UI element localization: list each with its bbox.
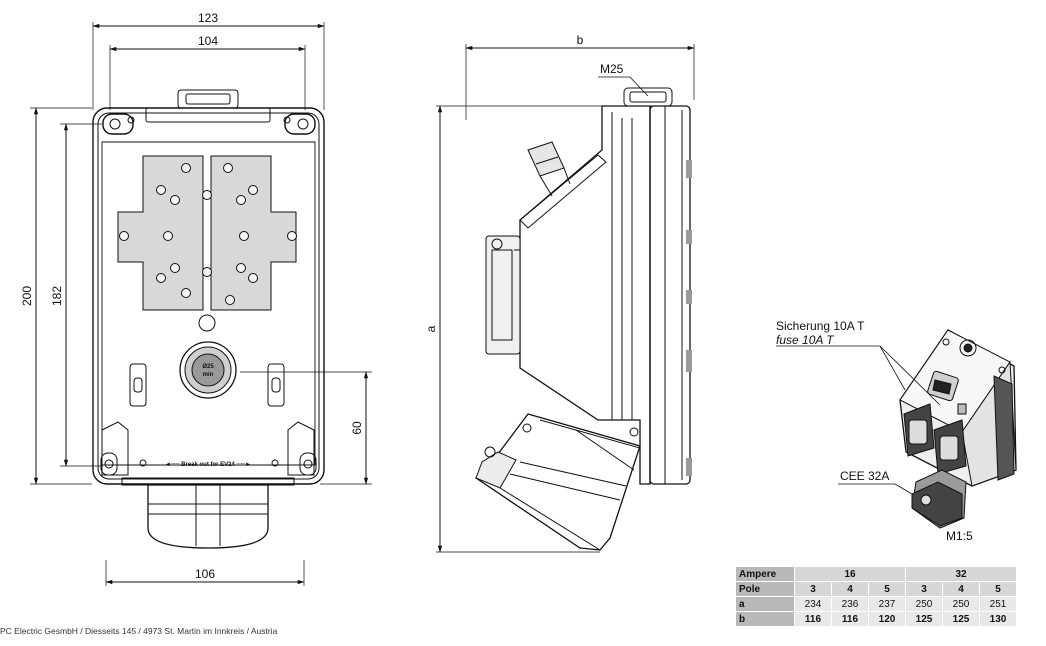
table-row: b 116 116 120 125 125 130 — [735, 611, 1017, 627]
scale-label: M1:5 — [946, 529, 973, 543]
table-cell: 120 — [868, 611, 906, 627]
table-cell: 3 — [905, 581, 943, 597]
table-row: Ampere 16 32 — [735, 566, 1017, 582]
table-cell: 5 — [979, 581, 1017, 597]
table-cell: 234 — [794, 596, 832, 612]
row-label-ampere: Ampere — [735, 566, 795, 582]
table-cell: 130 — [979, 611, 1017, 627]
table-cell: 4 — [831, 581, 869, 597]
table-cell: 237 — [868, 596, 906, 612]
table-cell: 3 — [794, 581, 832, 597]
table-cell: 236 — [831, 596, 869, 612]
row-label-a: a — [735, 596, 795, 612]
iso-view — [776, 329, 1017, 529]
dim-inner-width: 104 — [198, 34, 218, 48]
row-label-pole: Pole — [735, 581, 795, 597]
table-cell: 5 — [868, 581, 906, 597]
dim-width-b: b — [577, 33, 584, 47]
side-view — [436, 44, 695, 553]
table-cell: 125 — [942, 611, 980, 627]
knockout-label: ◄══ Break out for EV24 ══► — [165, 462, 251, 468]
table-cell: 4 — [942, 581, 980, 597]
table-cell: 250 — [905, 596, 943, 612]
dim-height-a: a — [424, 325, 438, 332]
table-cell: 250 — [942, 596, 980, 612]
fuse-label-en: fuse 10A T — [776, 333, 835, 347]
gland-size-label: Ø25 — [202, 364, 214, 370]
gland-min-label: min — [203, 372, 214, 378]
dim-overall-height: 200 — [20, 286, 34, 306]
gland-m25-label: M25 — [600, 62, 624, 76]
fuse-label-de: Sicherung 10A T — [776, 319, 865, 333]
company-footer: PC Electric GesmbH / Diesseits 145 / 497… — [0, 626, 278, 636]
dim-inner-height: 182 — [50, 286, 64, 306]
dim-offset-height: 60 — [350, 421, 364, 435]
dim-overall-width: 123 — [198, 11, 218, 25]
socket-label: CEE 32A — [840, 469, 889, 483]
table-row: Pole 3 4 5 3 4 5 — [735, 581, 1017, 597]
group-16a: 16 — [794, 566, 906, 582]
spec-table: Ampere 16 32 Pole 3 4 5 3 4 5 a 234 236 … — [735, 566, 1017, 627]
dim-bottom-width: 106 — [195, 567, 215, 581]
group-32a: 32 — [905, 566, 1017, 582]
row-label-b: b — [735, 611, 795, 627]
table-cell: 251 — [979, 596, 1017, 612]
table-cell: 125 — [905, 611, 943, 627]
table-cell: 116 — [831, 611, 869, 627]
front-view — [30, 22, 372, 586]
table-cell: 116 — [794, 611, 832, 627]
table-row: a 234 236 237 250 250 251 — [735, 596, 1017, 612]
